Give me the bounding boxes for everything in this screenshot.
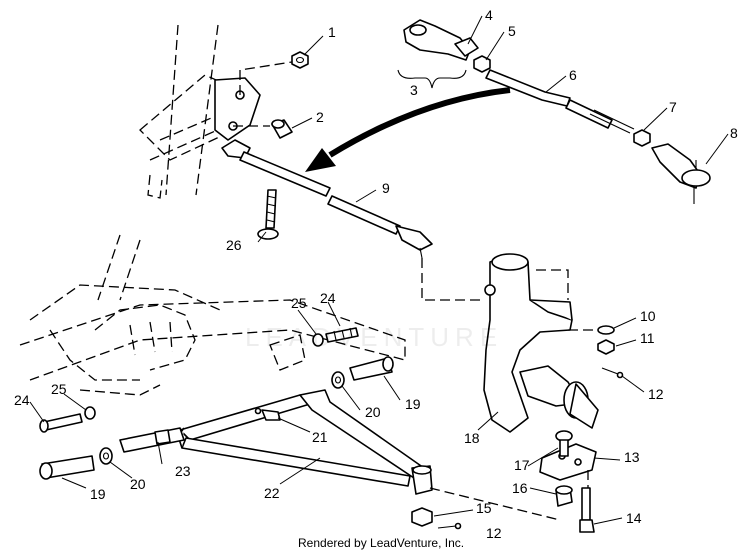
callout-8: 8: [730, 125, 738, 141]
callout-19a: 19: [405, 396, 421, 412]
cotter-pin-12b: [437, 522, 462, 530]
callout-21: 21: [312, 429, 328, 445]
callout-numbers: 1 2 3 4 5 6 7 8 9 10 11 12 12 13 14 15 1…: [14, 7, 738, 541]
callout-15: 15: [476, 500, 492, 516]
steering-post: [97, 24, 251, 301]
castle-nut-15: [411, 507, 433, 527]
callout-23: 23: [175, 463, 191, 479]
chassis-frame: [19, 284, 406, 396]
watermark: LEADVENTURE: [245, 322, 504, 352]
tie-rod-6: [485, 69, 635, 134]
washer-20b: [99, 447, 113, 465]
callout-9: 9: [382, 180, 390, 196]
callout-26: 26: [226, 237, 242, 253]
bolt-24a: [39, 413, 83, 433]
bushing-2: [271, 119, 293, 139]
washer-25a: [84, 406, 96, 420]
bolt-24b: [325, 327, 359, 343]
callout-10: 10: [640, 308, 656, 324]
pivot-tube-23: [119, 427, 185, 453]
callout-3: 3: [410, 82, 418, 98]
a-arm-22: [177, 389, 433, 495]
callout-20b: 20: [130, 476, 146, 492]
callout-5: 5: [508, 23, 516, 39]
bushing-19a: [349, 356, 394, 381]
callout-22: 22: [264, 485, 280, 501]
bracket-3: [397, 69, 467, 89]
grease-fitting-21: [254, 407, 281, 421]
jam-nut-7: [633, 129, 651, 147]
cotter-pin-12a: [601, 367, 624, 379]
callout-2: 2: [316, 109, 324, 125]
bolt-14: [579, 487, 595, 533]
callout-25a: 25: [51, 381, 67, 397]
steering-arm-bracket: [214, 77, 261, 141]
callout-7: 7: [669, 99, 677, 115]
nut-1: [291, 51, 309, 69]
callout-12a: 12: [648, 386, 664, 402]
washer-20a: [331, 371, 345, 389]
bushing-19b: [39, 455, 95, 480]
callout-19b: 19: [90, 486, 106, 502]
callout-14: 14: [626, 510, 642, 526]
callout-11: 11: [640, 330, 655, 346]
callout-6: 6: [569, 67, 577, 83]
bolt-26: [257, 189, 279, 240]
castle-nut-11: [597, 339, 615, 355]
washer-10: [597, 325, 615, 335]
callout-24a: 24: [14, 392, 30, 408]
washer-25b: [312, 333, 324, 347]
tie-rod-9: [221, 139, 433, 259]
tie-rod-end-8: [651, 143, 711, 204]
footer-credit: Rendered by LeadVenture, Inc.: [298, 536, 465, 550]
callout-17: 17: [514, 457, 530, 473]
callout-12b: 12: [486, 525, 502, 541]
spindle-18: [483, 253, 599, 433]
callout-1: 1: [328, 24, 336, 40]
connection-lines: [233, 61, 598, 521]
callout-18: 18: [464, 430, 480, 446]
callout-13: 13: [624, 449, 640, 465]
leader-lines: [29, 15, 729, 525]
callout-25b: 25: [291, 295, 307, 311]
ball-joint-16: [555, 485, 573, 507]
callout-24b: 24: [320, 290, 336, 306]
callout-4: 4: [485, 7, 493, 23]
tie-rod-end-4: [403, 19, 479, 61]
callout-16: 16: [512, 480, 528, 496]
callout-20a: 20: [365, 404, 381, 420]
bolt-17: [555, 430, 573, 457]
direction-arrow: [305, 87, 511, 172]
